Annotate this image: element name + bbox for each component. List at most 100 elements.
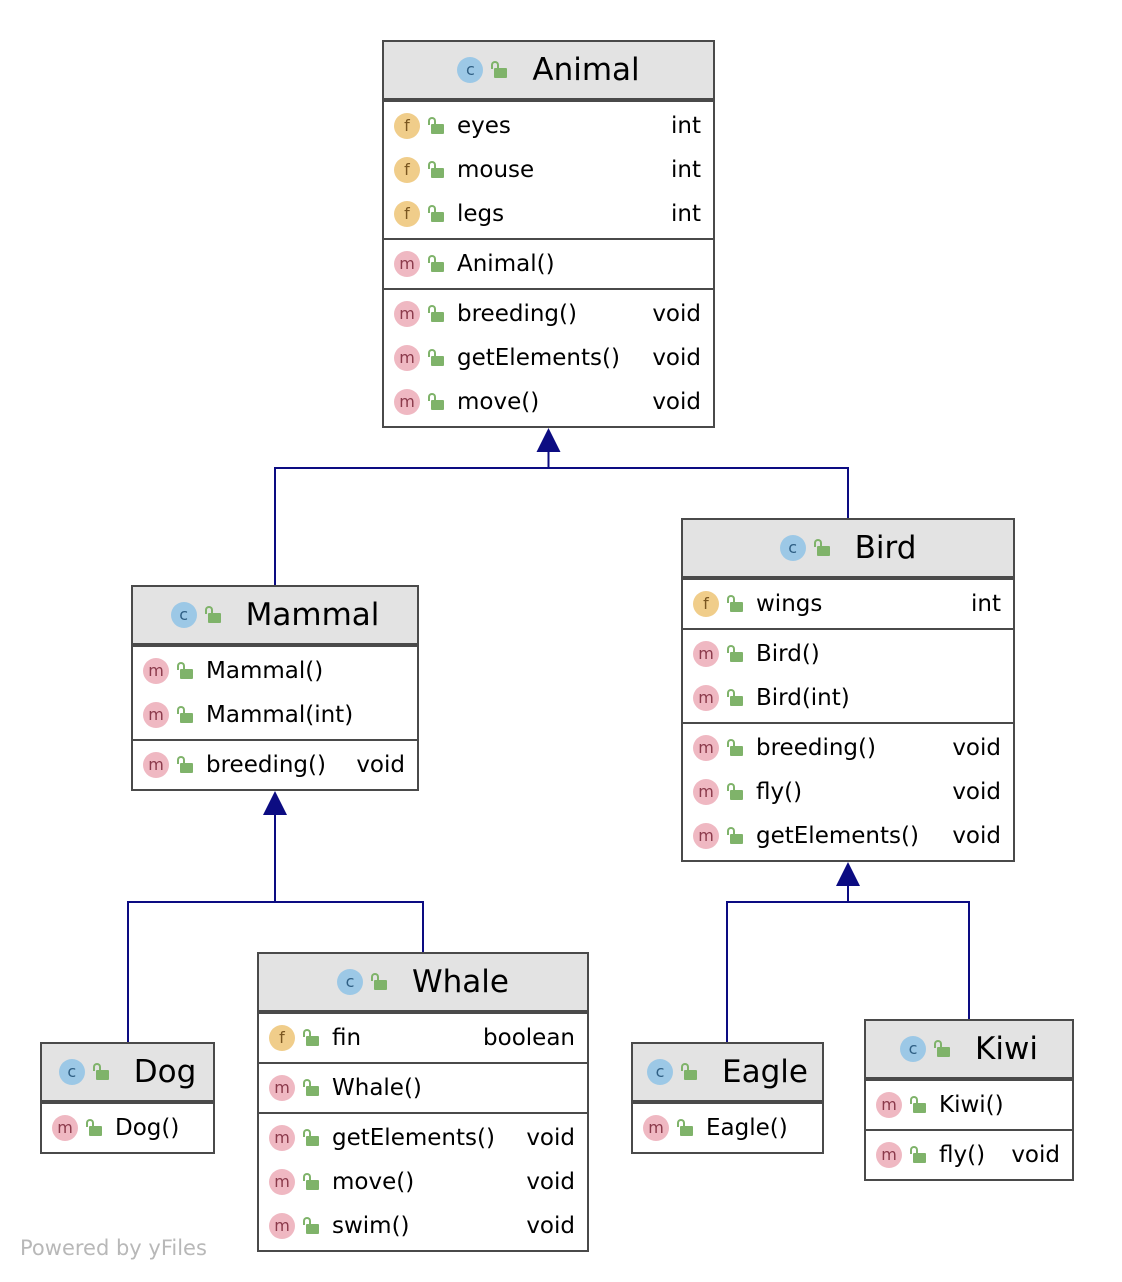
class-name: Mammal (245, 597, 380, 633)
field-type: int (671, 201, 701, 227)
class-section: f wings int (683, 578, 1013, 628)
inheritance-edge-bird-animal (547, 452, 849, 518)
method-icon: m (693, 735, 719, 761)
public-lock-icon (176, 662, 194, 680)
field-type: int (971, 591, 1001, 617)
field-type: int (671, 113, 701, 139)
public-lock-icon (427, 205, 445, 223)
method-icon: m (269, 1125, 295, 1151)
return-type: void (526, 1169, 575, 1195)
method-row: m fly() void (866, 1133, 1072, 1177)
field-name: eyes (457, 113, 511, 139)
class-header-icons: c (779, 535, 831, 561)
class-name: Whale (412, 964, 509, 1000)
field-icon: f (394, 113, 420, 139)
class-section: m fly() void (866, 1129, 1072, 1179)
method-name: getElements() (756, 823, 919, 849)
method-icon: m (269, 1075, 295, 1101)
method-icon: m (394, 301, 420, 327)
method-name: Bird() (756, 641, 820, 667)
method-icon: m (693, 685, 719, 711)
public-lock-icon (302, 1173, 320, 1191)
public-lock-icon (370, 973, 388, 991)
public-lock-icon (680, 1063, 698, 1081)
method-icon: m (693, 779, 719, 805)
method-icon: m (269, 1213, 295, 1239)
return-type: void (652, 345, 701, 371)
class-header: c Eagle (633, 1044, 822, 1102)
field-icon: f (394, 157, 420, 183)
return-type: void (952, 823, 1001, 849)
class-header-icons: c (457, 57, 508, 83)
inheritance-edge-eagle-bird (726, 886, 849, 1042)
public-lock-icon (933, 1040, 951, 1058)
method-icon: m (693, 823, 719, 849)
method-icon: m (876, 1142, 902, 1168)
return-type: void (526, 1213, 575, 1239)
public-lock-icon (302, 1029, 320, 1047)
public-lock-icon (726, 689, 744, 707)
method-icon: m (143, 658, 169, 684)
public-lock-icon (726, 645, 744, 663)
field-icon: f (693, 591, 719, 617)
return-type: void (652, 389, 701, 415)
field-name: fin (332, 1025, 362, 1051)
class-icon: c (58, 1059, 85, 1085)
inheritance-arrowhead-bird (836, 862, 860, 886)
class-name: Eagle (722, 1054, 808, 1090)
public-lock-icon (726, 739, 744, 757)
public-lock-icon (909, 1096, 927, 1114)
class-header-icons: c (647, 1059, 698, 1085)
field-type: int (671, 157, 701, 183)
field-icon: f (394, 201, 420, 227)
public-lock-icon (813, 539, 831, 557)
return-type: void (952, 779, 1001, 805)
class-icon: c (900, 1036, 927, 1062)
method-row: m Mammal() (133, 649, 417, 693)
public-lock-icon (176, 756, 194, 774)
method-icon: m (143, 752, 169, 778)
method-icon: m (693, 641, 719, 667)
method-name: move() (332, 1169, 415, 1195)
public-lock-icon (490, 61, 508, 79)
method-name: breeding() (206, 752, 326, 778)
public-lock-icon (427, 393, 445, 411)
method-name: fly() (939, 1142, 986, 1168)
class-header-icons: c (58, 1059, 110, 1085)
method-name: move() (457, 389, 540, 415)
method-name: Mammal() (206, 658, 324, 684)
return-type: void (1011, 1142, 1060, 1168)
field-name: wings (756, 591, 823, 617)
public-lock-icon (676, 1119, 694, 1137)
method-name: getElements() (457, 345, 620, 371)
method-name: Dog() (115, 1115, 180, 1141)
class-icon: c (457, 57, 484, 83)
public-lock-icon (726, 595, 744, 613)
return-type: void (952, 735, 1001, 761)
